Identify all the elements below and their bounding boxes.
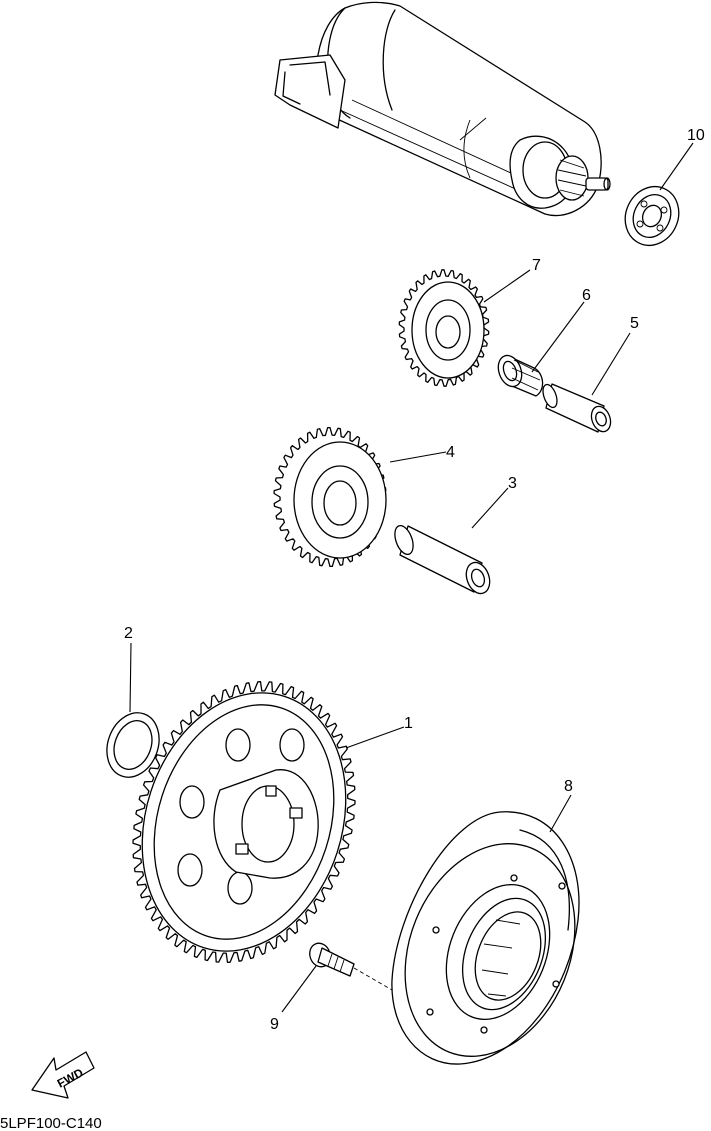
- bolt: [309, 942, 393, 991]
- part-label-9: 9: [270, 1016, 279, 1033]
- part-label-7: 7: [532, 257, 541, 274]
- part-label-3: 3: [508, 475, 517, 492]
- starter-motor: [274, 1, 611, 217]
- idle-gear-double: [273, 426, 387, 568]
- drawing-code: 5LPF100-C140: [0, 1115, 102, 1131]
- part-label-1: 1: [404, 715, 413, 732]
- bearing: [624, 186, 680, 246]
- part-label-6: 6: [582, 287, 591, 304]
- shaft-short: [542, 383, 612, 433]
- part-label-4: 4: [446, 444, 455, 461]
- shaft-long: [394, 524, 491, 595]
- motor-pinion: [555, 155, 611, 201]
- one-way-clutch: [391, 811, 580, 1065]
- washer: [106, 712, 160, 778]
- part-label-10: 10: [687, 127, 705, 144]
- needle-bearing: [497, 354, 544, 397]
- part-label-8: 8: [564, 778, 573, 795]
- fwd-arrow-icon: FWD: [31, 1051, 95, 1099]
- starter-wheel-gear: [132, 681, 356, 963]
- part-label-5: 5: [630, 315, 639, 332]
- part-label-2: 2: [124, 625, 133, 642]
- leader-lines: [129, 142, 694, 1013]
- idle-gear-small: [398, 269, 490, 387]
